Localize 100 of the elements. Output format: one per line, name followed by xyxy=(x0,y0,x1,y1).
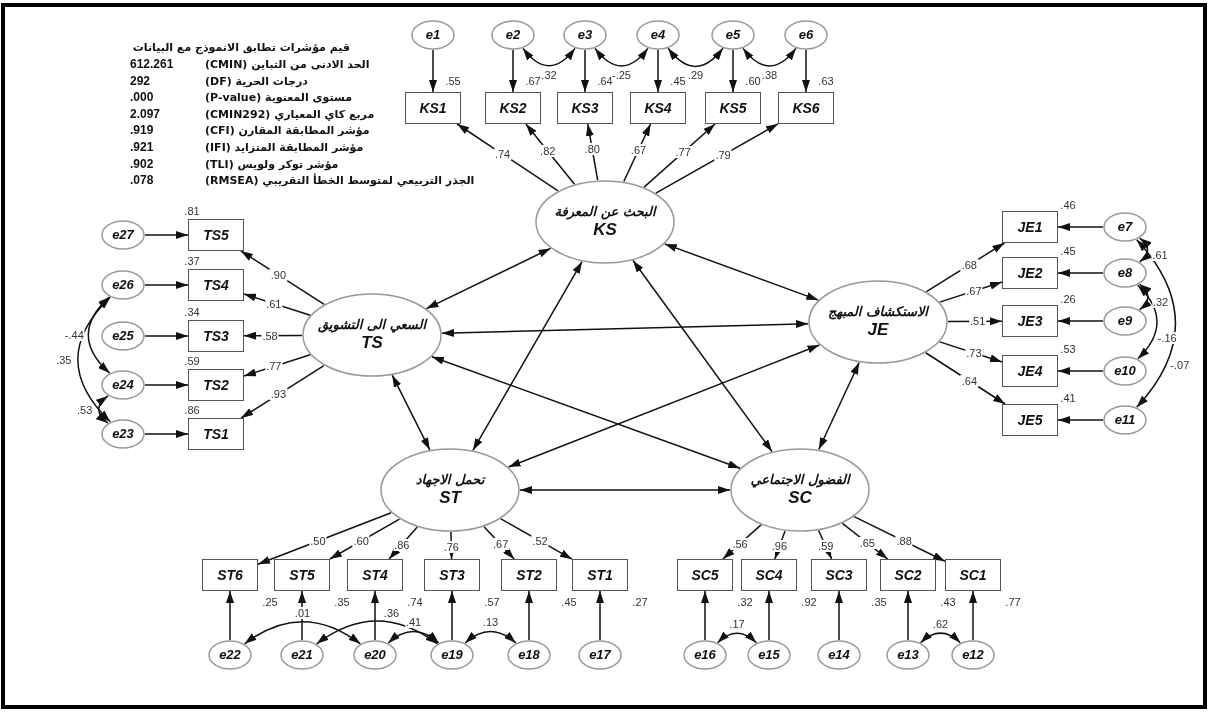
arrow xyxy=(774,530,786,560)
error-ellipse: e14 xyxy=(817,640,861,670)
arrow xyxy=(765,590,773,641)
arrow xyxy=(924,352,1006,405)
latent-ellipse xyxy=(535,180,675,264)
covariance-arrow xyxy=(87,296,111,374)
covariance-arrow xyxy=(96,395,109,424)
value-label: .60 xyxy=(744,75,762,87)
value-label: .57 xyxy=(483,596,501,608)
indicator-box: KS1 xyxy=(405,92,461,124)
covariance-arrow xyxy=(387,630,440,644)
arrow xyxy=(969,590,977,641)
fit-index-value: 2.097 xyxy=(130,106,161,122)
error-ellipse: e11 xyxy=(1103,405,1147,435)
error-ellipse: e22 xyxy=(208,640,252,670)
value-label: .37 xyxy=(183,255,201,267)
error-ellipse: e9 xyxy=(1103,306,1147,336)
arrow xyxy=(441,320,809,337)
covariance-arrow xyxy=(522,47,576,67)
value-label: .27 xyxy=(631,596,649,608)
value-label: .77 xyxy=(1004,596,1022,608)
error-ellipse: e21 xyxy=(280,640,324,670)
fit-index-name: مؤشر المطابقة المقارن (CFI) xyxy=(205,122,370,138)
error-ellipse: e10 xyxy=(1103,356,1147,386)
fit-index-value: .921 xyxy=(130,139,154,155)
covariance-arrow xyxy=(594,47,649,67)
arrow xyxy=(654,49,662,93)
indicator-box: ST4 xyxy=(347,559,403,591)
arrow xyxy=(632,259,773,453)
covariance-arrow xyxy=(742,47,797,67)
error-ellipse: e5 xyxy=(711,20,755,50)
value-label: .67 xyxy=(524,75,542,87)
error-ellipse: e15 xyxy=(747,640,791,670)
indicator-box: JE3 xyxy=(1002,305,1058,337)
latent-ellipse xyxy=(380,448,520,532)
edge-label: .50 xyxy=(309,535,327,548)
construct-name: الاستكشاف المبهج xyxy=(828,304,928,320)
arrow xyxy=(240,250,325,306)
latent-ellipse xyxy=(730,448,870,532)
value-label: .55 xyxy=(444,75,462,87)
arrow xyxy=(429,49,437,93)
covariance-arrow xyxy=(667,47,724,68)
edge-label: .41 xyxy=(404,616,423,629)
arrow xyxy=(226,590,234,641)
arrow xyxy=(818,361,860,451)
error-ellipse: e24 xyxy=(101,370,145,400)
arrow xyxy=(456,123,559,192)
fit-index-value: 292 xyxy=(130,73,151,89)
value-label: .46 xyxy=(1059,199,1077,211)
edge-label: .53 xyxy=(76,403,94,416)
edge-label: .80 xyxy=(583,143,601,156)
error-ellipse: e26 xyxy=(101,270,145,300)
edge-label: .17 xyxy=(728,618,746,631)
indicator-box: TS1 xyxy=(188,418,244,450)
indicator-box: JE1 xyxy=(1002,211,1058,243)
edge-label: .76 xyxy=(442,540,460,553)
fit-index-value: .902 xyxy=(130,156,154,172)
indicator-box: TS4 xyxy=(188,269,244,301)
edge-label: -.16 xyxy=(1156,332,1178,345)
fit-index-value: .919 xyxy=(130,122,154,138)
covariance-arrow xyxy=(1138,283,1152,311)
error-ellipse: e2 xyxy=(491,20,535,50)
arrow xyxy=(841,522,889,560)
value-label: .53 xyxy=(1059,343,1077,355)
edge-label: .51 xyxy=(969,315,987,328)
arrow xyxy=(448,590,456,641)
indicator-box: KS3 xyxy=(557,92,613,124)
indicator-box: KS2 xyxy=(485,92,541,124)
arrow xyxy=(835,590,843,641)
arrow xyxy=(1057,317,1104,325)
edge-label: .86 xyxy=(393,538,411,551)
edge-label: .74 xyxy=(493,148,512,161)
value-label: .86 xyxy=(183,404,201,416)
construct-code: ST xyxy=(439,487,461,508)
arrow xyxy=(596,590,604,641)
value-label: .35 xyxy=(870,596,888,608)
fit-index-value: .078 xyxy=(130,172,154,188)
error-ellipse: e4 xyxy=(636,20,680,50)
indicator-box: ST6 xyxy=(202,559,258,591)
arrow xyxy=(240,364,325,419)
error-ellipse: e20 xyxy=(353,640,397,670)
arrow xyxy=(431,355,741,470)
error-ellipse: e12 xyxy=(951,640,995,670)
arrow xyxy=(643,123,716,188)
arrow xyxy=(581,49,589,93)
fit-index-name: الجذر التربيعي لمتوسط الخطأ التقريبي (RMSEA) xyxy=(205,172,475,188)
edge-label: .58 xyxy=(261,329,279,342)
edge-label: .64 xyxy=(960,374,979,387)
arrow xyxy=(447,531,456,560)
edge-label: .77 xyxy=(674,146,692,159)
arrow xyxy=(425,247,552,310)
arrow xyxy=(904,590,912,641)
value-label: .74 xyxy=(406,596,424,608)
error-ellipse: e13 xyxy=(886,640,930,670)
fit-index-value: 612.261 xyxy=(130,56,174,72)
arrow xyxy=(144,430,189,438)
arrow xyxy=(371,590,379,641)
error-ellipse: e16 xyxy=(683,640,727,670)
arrow xyxy=(1057,416,1104,424)
edge-label: .59 xyxy=(817,540,835,553)
